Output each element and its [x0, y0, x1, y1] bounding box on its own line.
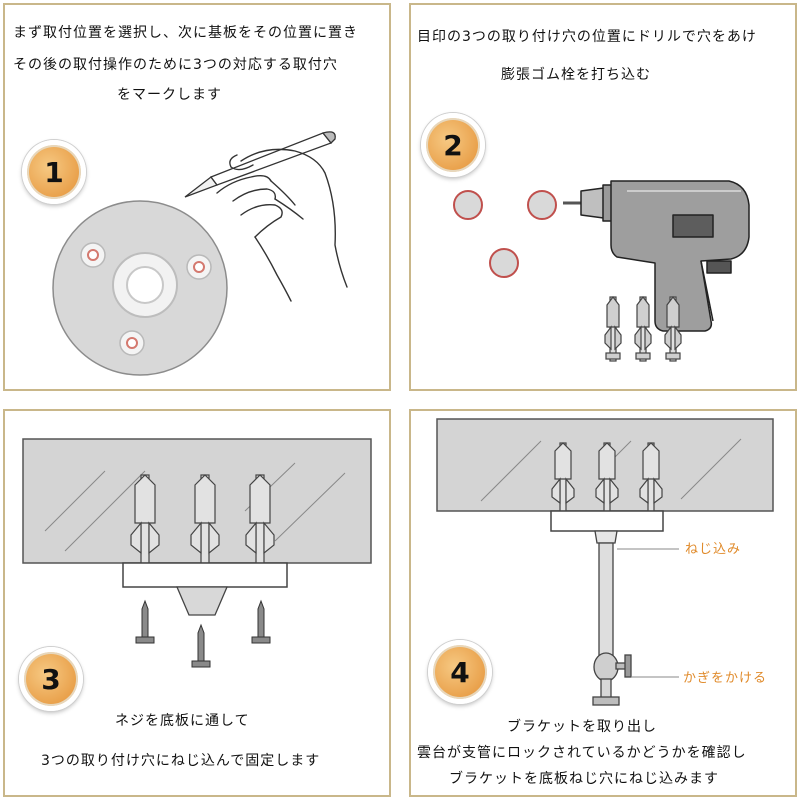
step-2-text-line-1: 目印の3つの取り付け穴の位置にドリルで穴をあけ: [417, 29, 757, 45]
step-3-panel: 3 ネジを底板に通して 3つの取り付け穴にねじ込んで固定します: [3, 409, 391, 797]
step-1-illustration: [52, 131, 348, 376]
step-4-text-line-2: 雲台が支管にロックされているかどうかを確認し: [417, 745, 747, 761]
step-3-text-line-2: 3つの取り付け穴にねじ込んで固定します: [41, 753, 321, 769]
step-4-text-line-1: ブラケットを取り出し: [507, 719, 657, 735]
plate-collar: [176, 586, 228, 616]
base-plate: [122, 562, 288, 588]
step-1-text-line-1: まず取付位置を選択し、次に基板をその位置に置き: [13, 25, 358, 41]
mounting-hole-marks: [80, 242, 212, 356]
step-4-panel: ねじ込み かぎをかける 4 ブラケットを取り出し 雲台が支管にロックされているか…: [409, 409, 797, 797]
drilled-holes: [453, 190, 557, 278]
screws: [135, 599, 271, 668]
expansion-anchors: [604, 296, 682, 362]
drill-icon: [563, 180, 750, 332]
step-2-illustration: [453, 180, 750, 362]
step-2-text-line-2: 膨張ゴム栓を打ち込む: [501, 67, 651, 83]
step-1-panel: まず取付位置を選択し、次に基板をその位置に置き その後の取付操作のために3つの対…: [3, 3, 391, 391]
step-3-badge: 3: [19, 647, 83, 711]
step-4-number: 4: [450, 655, 470, 689]
step-4-text-line-3: ブラケットを底板ねじ穴にねじ込みます: [449, 771, 719, 787]
step-3-illustration: [22, 438, 372, 668]
step-4-badge: 4: [428, 640, 492, 704]
bracket-pole: [592, 530, 632, 706]
step-4-illustration: [436, 418, 774, 706]
anchors-in-wall: [130, 474, 275, 564]
step-2-badge: 2: [421, 113, 485, 177]
step-1-badge: 1: [22, 140, 86, 204]
pencil-icon: [184, 131, 336, 198]
callout-lock: かぎをかける: [683, 671, 768, 686]
step-1-text-line-3: をマークします: [117, 87, 222, 103]
step-3-number: 3: [41, 662, 61, 696]
step-2-number: 2: [443, 128, 463, 162]
step-2-panel: 目印の3つの取り付け穴の位置にドリルで穴をあけ 膨張ゴム栓を打ち込む 2: [409, 3, 797, 391]
anchors-in-wall: [551, 442, 663, 512]
step-1-number: 1: [44, 155, 64, 189]
callout-screw-in: ねじ込み: [685, 542, 742, 557]
step-1-text-line-2: その後の取付操作のために3つの対応する取付穴: [13, 57, 338, 73]
hand-icon: [216, 148, 348, 302]
step-3-text-line-1: ネジを底板に通して: [115, 713, 250, 729]
base-plate: [550, 510, 664, 532]
